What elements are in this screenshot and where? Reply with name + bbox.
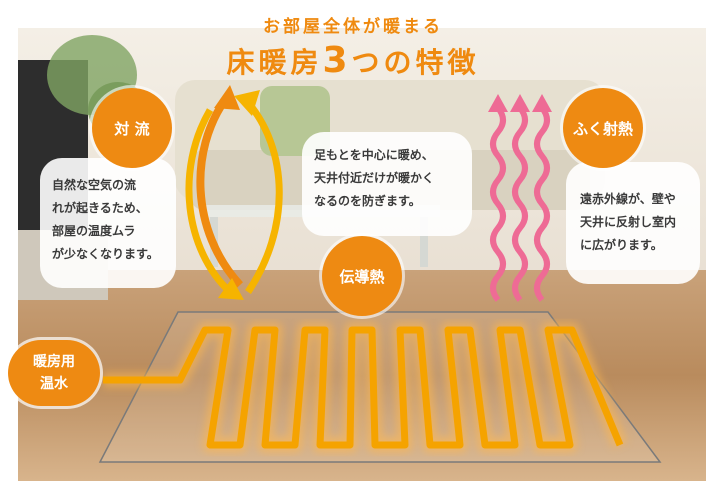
description-line: が少なくなります。 xyxy=(52,247,159,261)
subtitle: お部屋全体が暖まる xyxy=(263,17,443,37)
title-number: 3 xyxy=(322,40,352,81)
description-line: 天井付近だけが暖かく xyxy=(314,171,435,185)
label-line: 温水 xyxy=(40,376,68,392)
title-suffix: つの特徴 xyxy=(351,46,480,79)
radiation-description: 遠赤外線が、壁や 天井に反射し室内 に広がります。 xyxy=(566,162,700,284)
description-line: 遠赤外線が、壁や xyxy=(580,192,676,206)
conduction-description: 足もとを中心に暖め、 天井付近だけが暖かく なるのを防ぎます。 xyxy=(302,132,472,236)
description-line: 天井に反射し室内 xyxy=(580,215,677,229)
label-line: 暖房用 xyxy=(33,354,75,370)
radiation-badge: ふく射熱 xyxy=(563,88,643,168)
heating-water-label: 暖房用 温水 xyxy=(8,340,100,406)
conduction-badge: 伝導熱 xyxy=(322,236,402,316)
description-line: 部屋の温度ムラ xyxy=(52,224,136,238)
description-line: なるのを防ぎます。 xyxy=(314,194,421,208)
description-line: れが起きるため、 xyxy=(52,201,148,215)
radiant-heat-waves xyxy=(488,94,552,302)
description-line: 自然な空気の流 xyxy=(52,178,137,192)
description-line: 足もとを中心に暖め、 xyxy=(314,148,434,162)
convection-description: 自然な空気の流 れが起きるため、 部屋の温度ムラ が少なくなります。 xyxy=(40,158,176,288)
description-line: に広がります。 xyxy=(580,238,663,252)
convection-badge: 対 流 xyxy=(92,88,172,168)
page-title: 床暖房3つの特徴 xyxy=(0,40,706,81)
title-prefix: 床暖房 xyxy=(226,46,323,79)
convection-arrows xyxy=(185,85,283,300)
heating-pipe xyxy=(103,322,628,453)
